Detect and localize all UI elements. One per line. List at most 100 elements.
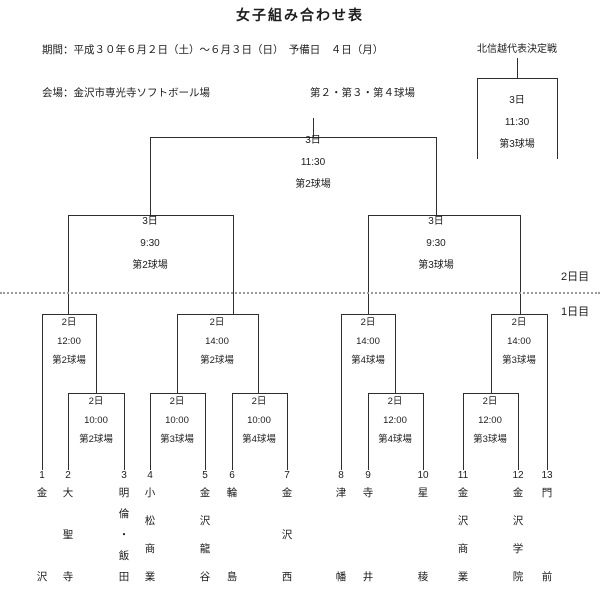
bracket-line	[341, 314, 396, 315]
bracket-line	[518, 393, 519, 470]
bracket-line	[436, 137, 437, 215]
match-field: 第3球場	[499, 139, 535, 150]
team-entry: 1 金沢	[33, 469, 51, 584]
match-r1-4: 2日 12:00 第4球場	[378, 392, 412, 449]
period-text: 期間：平成３０年６月２日（土）～６月３日（日） 予備日 ４日（月）	[42, 44, 384, 56]
bracket-line	[395, 314, 396, 393]
bracket-line	[368, 393, 424, 394]
team-name: 大聖寺	[62, 487, 74, 583]
match-day: 2日	[360, 317, 376, 328]
match-time: 9:30	[140, 238, 160, 249]
team-entry: 13 門前	[538, 469, 556, 584]
match-day: 3日	[142, 216, 158, 227]
match-time: 12:00	[383, 415, 407, 426]
team-name: 小松商業	[144, 487, 156, 583]
bracket-line	[517, 58, 518, 78]
match-day: 2日	[482, 396, 498, 407]
match-day: 2日	[88, 396, 104, 407]
team-entry: 10 星稜	[414, 469, 432, 584]
team-name: 金沢学院	[512, 487, 524, 583]
bracket-line	[477, 78, 558, 79]
match-field: 第3球場	[160, 434, 194, 445]
bracket-line	[258, 314, 259, 393]
bracket-line	[368, 393, 369, 470]
bracket-line	[368, 215, 521, 216]
team-name: 津幡	[335, 487, 347, 583]
team-number: 1	[39, 470, 45, 481]
match-semi-right: 3日 9:30 第3球場	[418, 211, 454, 277]
bracket-line	[477, 78, 478, 159]
team-number: 2	[65, 470, 71, 481]
match-day: 3日	[305, 135, 321, 146]
match-day: 2日	[511, 317, 527, 328]
bracket-line	[177, 314, 259, 315]
match-time: 12:00	[478, 415, 502, 426]
team-number: 8	[338, 470, 344, 481]
match-day: 2日	[169, 396, 185, 407]
match-field: 第3球場	[473, 434, 507, 445]
match-time: 14:00	[507, 336, 531, 347]
bracket-line	[463, 393, 464, 470]
bracket-line	[463, 393, 519, 394]
team-name: 星稜	[417, 487, 429, 583]
match-qf-d: 2日 14:00 第3球場	[502, 313, 536, 370]
bracket-line	[68, 393, 69, 470]
playoff-title: 北信越代表決定戦	[477, 44, 557, 55]
match-field: 第3球場	[502, 355, 536, 366]
page-title: 女子組み合わせ表	[236, 7, 364, 23]
bracket-line	[150, 393, 206, 394]
match-final: 3日 11:30 第2球場	[295, 130, 331, 196]
match-r1-1: 2日 10:00 第2球場	[79, 392, 113, 449]
fields-text: 第２・第３・第４球場	[310, 87, 415, 99]
bracket-line	[423, 393, 424, 470]
team-number: 11	[457, 470, 469, 481]
team-name: 金沢	[36, 487, 48, 583]
match-time: 10:00	[165, 415, 189, 426]
day2-label: 2日目	[561, 271, 590, 283]
match-field: 第4球場	[351, 355, 385, 366]
match-time: 12:00	[57, 336, 81, 347]
match-day: 3日	[428, 216, 444, 227]
match-day: 2日	[387, 396, 403, 407]
bracket-line	[491, 314, 548, 315]
match-field: 第3球場	[418, 260, 454, 271]
match-time: 11:30	[504, 117, 530, 128]
team-name: 明倫・飯田	[118, 487, 130, 583]
match-field: 第2球場	[200, 355, 234, 366]
bracket-line	[232, 393, 233, 470]
venue-text: 会場：金沢市専光寺ソフトボール場	[42, 87, 210, 99]
team-entry: 9 寺井	[359, 469, 377, 584]
bracket-line	[68, 393, 125, 394]
match-day: 2日	[251, 396, 267, 407]
match-time: 11:30	[300, 157, 326, 168]
match-time: 14:00	[205, 336, 229, 347]
bracket-line	[520, 215, 521, 314]
bracket-line	[547, 314, 548, 470]
match-r1-5: 2日 12:00 第3球場	[473, 392, 507, 449]
match-day: 3日	[509, 95, 525, 106]
bracket-line	[96, 314, 97, 393]
bracket-line	[68, 215, 234, 216]
team-entry: 6 輪島	[223, 469, 241, 584]
bracket-line	[124, 393, 125, 470]
match-field: 第2球場	[132, 260, 168, 271]
match-time: 10:00	[247, 415, 271, 426]
team-name: 金沢西	[281, 487, 293, 583]
bracket-line	[232, 393, 288, 394]
match-day: 2日	[209, 317, 225, 328]
match-semi-left: 3日 9:30 第2球場	[132, 211, 168, 277]
team-name: 金沢商業	[457, 487, 469, 583]
match-time: 9:30	[426, 238, 446, 249]
day1-label: 1日目	[561, 306, 590, 318]
bracket-line	[368, 215, 369, 314]
winner-line	[313, 118, 314, 137]
match-field: 第2球場	[79, 434, 113, 445]
team-number: 13	[541, 470, 553, 481]
team-entry: 7 金沢西	[278, 469, 296, 584]
team-number: 3	[121, 470, 127, 481]
match-field: 第4球場	[378, 434, 412, 445]
team-number: 6	[229, 470, 235, 481]
bracket-line	[491, 314, 492, 393]
team-name: 輪島	[226, 487, 238, 583]
day-divider-line	[0, 292, 600, 294]
